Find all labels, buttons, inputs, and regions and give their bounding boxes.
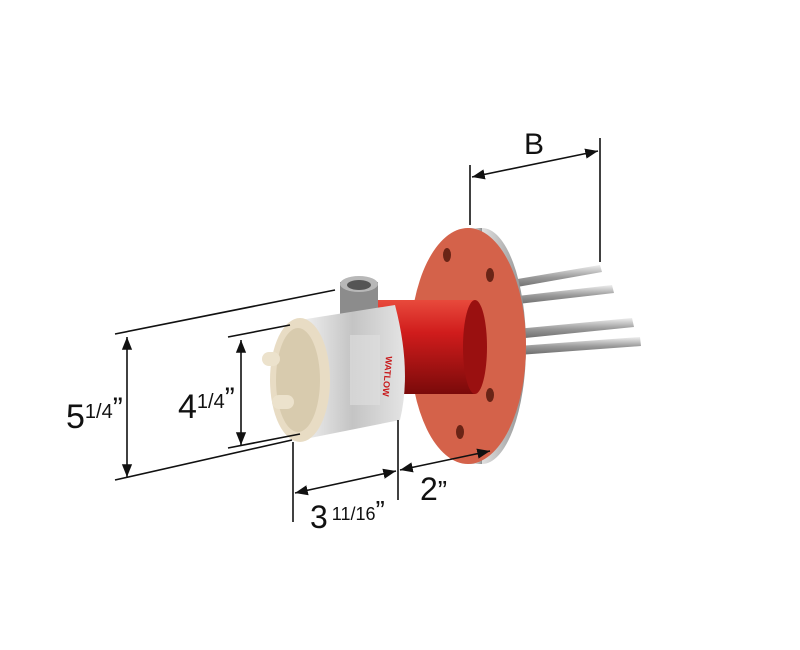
- flange-offset-label: 2”: [420, 471, 447, 507]
- overall-height-label: 51/4”: [66, 392, 123, 436]
- brand-label: WATLOW: [350, 335, 394, 405]
- housing: WATLOW: [262, 276, 405, 442]
- dimension-lines: [114, 138, 601, 522]
- housing-height-label: 41/4”: [178, 382, 235, 426]
- dimension-b-label: B: [524, 128, 544, 161]
- svg-text:WATLOW: WATLOW: [380, 356, 394, 398]
- heater-elements: [500, 265, 641, 356]
